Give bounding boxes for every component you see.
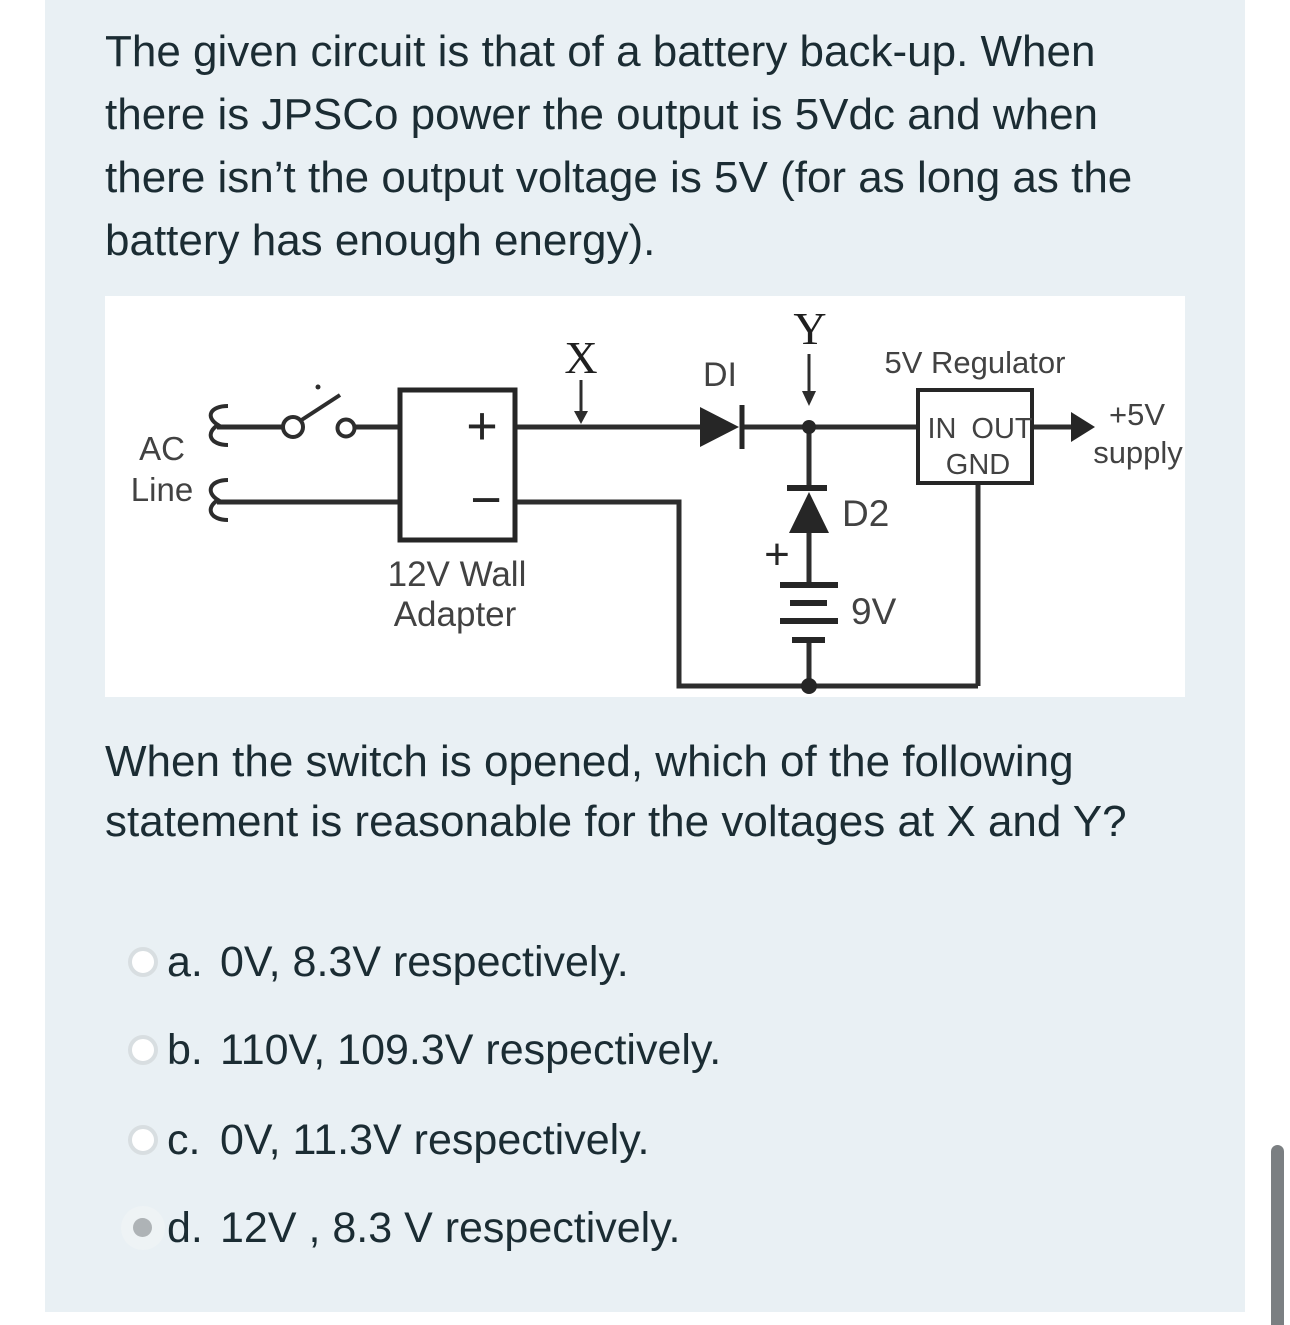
regulator-gnd-label: GND bbox=[946, 449, 1010, 481]
option-row-d[interactable]: d. 12V , 8.3 V respectively. bbox=[0, 1197, 1290, 1259]
adapter-minus-label: − bbox=[470, 470, 502, 530]
output-arrow-head bbox=[1071, 412, 1095, 442]
node-x-label: X bbox=[564, 332, 597, 383]
adapter-box bbox=[397, 387, 518, 543]
question-intro-line-1: The given circuit is that of a battery b… bbox=[105, 27, 1096, 76]
radio-option-d-dot bbox=[133, 1218, 152, 1237]
option-b-text: 110V, 109.3V respectively. bbox=[220, 1026, 722, 1074]
regulator-title: 5V Regulator bbox=[885, 345, 1066, 380]
option-row-a[interactable]: a. 0V, 8.3V respectively. bbox=[0, 931, 1290, 993]
option-a-text: 0V, 8.3V respectively. bbox=[220, 938, 629, 986]
question-intro-line-2: there is JPSCo power the output is 5Vdc … bbox=[105, 90, 1099, 139]
output-supply-label: supply bbox=[1093, 435, 1183, 470]
option-row-b[interactable]: b. 110V, 109.3V respectively. bbox=[0, 1019, 1290, 1081]
node-y-arrow bbox=[802, 354, 816, 406]
regulator-box bbox=[916, 388, 1034, 485]
regulator-in-label: IN bbox=[928, 413, 957, 445]
battery-voltage-label: 9V bbox=[851, 591, 897, 632]
option-d-text: 12V , 8.3 V respectively. bbox=[220, 1204, 681, 1252]
radio-option-b[interactable] bbox=[128, 1035, 158, 1065]
adapter-caption-line1: 12V Wall bbox=[388, 555, 527, 594]
node-x-arrow bbox=[574, 380, 588, 424]
question-prompt-line-2: statement is reasonable for the voltages… bbox=[105, 797, 1127, 846]
circuit-diagram: + − 12V Wall Adapter AC Line X DI Y bbox=[105, 296, 1185, 697]
circuit-svg: + − 12V Wall Adapter AC Line X DI Y bbox=[131, 303, 1183, 694]
question-intro-line-3: there isn’t the output voltage is 5V (fo… bbox=[105, 153, 1133, 202]
battery-plus-label: + bbox=[764, 530, 790, 579]
question-prompt-line-1: When the switch is opened, which of the … bbox=[105, 737, 1074, 786]
ac-line-squiggles bbox=[208, 404, 229, 522]
scrollbar-thumb[interactable] bbox=[1271, 1145, 1284, 1325]
radio-option-d-selected[interactable] bbox=[121, 1206, 165, 1250]
battery-symbol bbox=[780, 582, 838, 643]
option-a-key: a. bbox=[167, 938, 203, 986]
diode2-label: D2 bbox=[842, 493, 889, 534]
node-y-label: Y bbox=[793, 303, 826, 354]
output-voltage-label: +5V bbox=[1109, 397, 1165, 432]
option-c-text: 0V, 11.3V respectively. bbox=[220, 1116, 650, 1164]
radio-option-a[interactable] bbox=[128, 947, 158, 977]
diode1-symbol bbox=[700, 405, 745, 449]
question-intro-line-4: battery has enough energy). bbox=[105, 216, 656, 265]
option-row-c[interactable]: c. 0V, 11.3V respectively. bbox=[0, 1109, 1290, 1171]
line-label: Line bbox=[131, 471, 193, 508]
ac-label: AC bbox=[139, 430, 185, 467]
diode2-symbol bbox=[787, 485, 829, 533]
ground-junction-dot bbox=[801, 678, 817, 694]
regulator-out-label: OUT bbox=[971, 413, 1033, 445]
circuit-wires bbox=[217, 424, 1071, 689]
option-c-key: c. bbox=[167, 1116, 201, 1164]
option-b-key: b. bbox=[167, 1026, 203, 1074]
adapter-caption-line2: Adapter bbox=[394, 595, 517, 634]
adapter-plus-label: + bbox=[466, 396, 498, 456]
radio-option-c[interactable] bbox=[128, 1125, 158, 1155]
option-d-key: d. bbox=[167, 1204, 203, 1252]
diode1-label: DI bbox=[703, 356, 737, 394]
switch-icon bbox=[281, 384, 357, 439]
node-y-junction-dot bbox=[802, 420, 816, 434]
